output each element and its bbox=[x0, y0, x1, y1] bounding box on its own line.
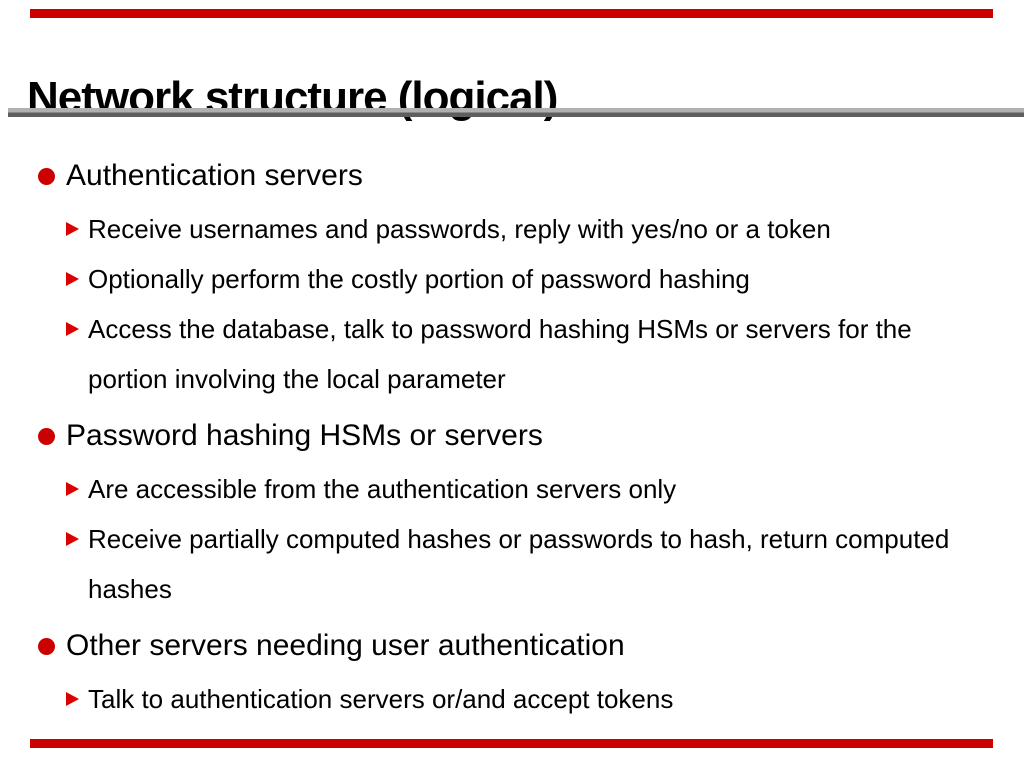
list-item: Password hashing HSMs or servers bbox=[0, 408, 1024, 464]
sub-list-item: Are accessible from the authentication s… bbox=[0, 464, 1024, 514]
list-item: Other servers needing user authenticatio… bbox=[0, 618, 1024, 674]
sub-list: Are accessible from the authentication s… bbox=[0, 464, 1024, 614]
slide-body: Authentication servers Receive usernames… bbox=[0, 148, 1024, 724]
sub-list-item-label: Receive usernames and passwords, reply w… bbox=[88, 214, 831, 244]
sub-list-item-label: Receive partially computed hashes or pas… bbox=[88, 524, 950, 604]
list-item: Authentication servers bbox=[0, 148, 1024, 204]
list-item-label: Password hashing HSMs or servers bbox=[66, 419, 543, 452]
bullet-dot-icon bbox=[38, 428, 55, 445]
bullet-triangle-icon bbox=[66, 222, 79, 236]
sub-list-item-label: Talk to authentication servers or/and ac… bbox=[88, 684, 674, 714]
list-item-label: Authentication servers bbox=[66, 159, 363, 192]
bullet-triangle-icon bbox=[66, 272, 79, 286]
sub-list: Talk to authentication servers or/and ac… bbox=[0, 674, 1024, 724]
title-divider bbox=[8, 108, 1024, 117]
top-accent-bar bbox=[30, 9, 993, 18]
sub-list-item: Receive usernames and passwords, reply w… bbox=[0, 204, 1024, 254]
sub-list-item: Receive partially computed hashes or pas… bbox=[0, 514, 1024, 614]
bullet-triangle-icon bbox=[66, 482, 79, 496]
bullet-dot-icon bbox=[38, 638, 55, 655]
sub-list-item-label: Access the database, talk to password ha… bbox=[88, 314, 912, 394]
bullet-triangle-icon bbox=[66, 532, 79, 546]
bullet-dot-icon bbox=[38, 168, 55, 185]
list-item-label: Other servers needing user authenticatio… bbox=[66, 629, 625, 662]
sub-list-item: Talk to authentication servers or/and ac… bbox=[0, 674, 1024, 724]
bullet-triangle-icon bbox=[66, 322, 79, 336]
sub-list-item: Access the database, talk to password ha… bbox=[0, 304, 1024, 404]
bullet-triangle-icon bbox=[66, 692, 79, 706]
sub-list: Receive usernames and passwords, reply w… bbox=[0, 204, 1024, 404]
sub-list-item: Optionally perform the costly portion of… bbox=[0, 254, 1024, 304]
sub-list-item-label: Optionally perform the costly portion of… bbox=[88, 264, 750, 294]
bottom-accent-bar bbox=[30, 739, 993, 748]
sub-list-item-label: Are accessible from the authentication s… bbox=[88, 474, 677, 504]
